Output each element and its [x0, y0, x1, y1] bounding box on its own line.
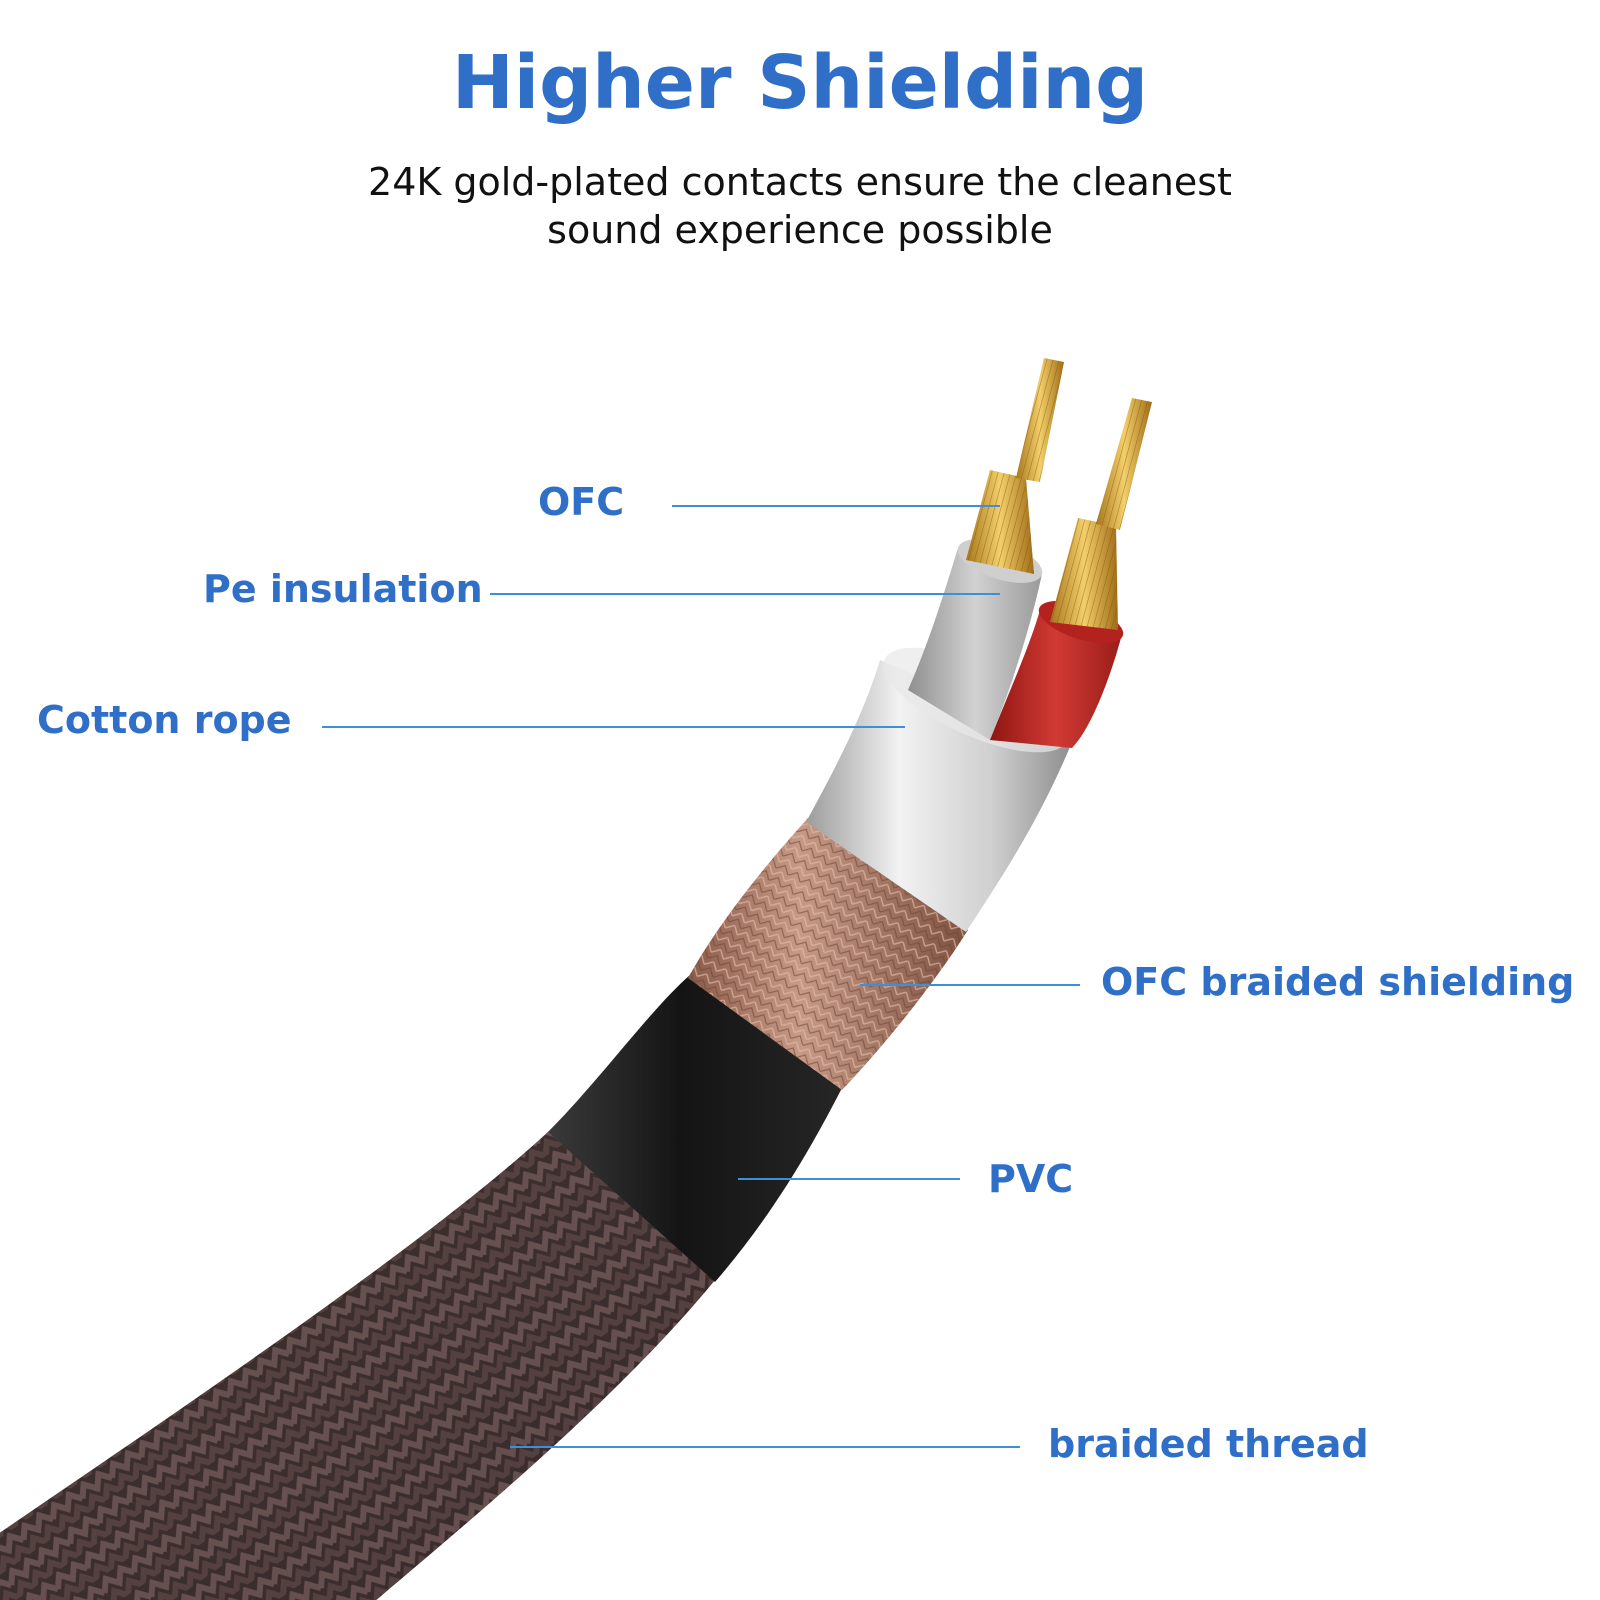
- page-subtitle: 24K gold-plated contacts ensure the clea…: [300, 158, 1300, 254]
- label-ofc: OFC: [538, 480, 625, 524]
- ofc-braided-shielding-layer: [688, 818, 968, 1090]
- label-pe-insulation: Pe insulation: [203, 567, 483, 611]
- label-cotton-rope: Cotton rope: [37, 698, 292, 742]
- page-title: Higher Shielding: [451, 40, 1149, 126]
- pvc-layer: [548, 975, 842, 1282]
- label-braided-thread: braided thread: [1048, 1422, 1369, 1466]
- subtitle-line-2: sound experience possible: [547, 208, 1053, 252]
- braided-thread-layer: [0, 1132, 715, 1600]
- ofc-conductor-left: [966, 358, 1064, 574]
- leader-lines: [322, 505, 1080, 1448]
- label-ofc-braided-shielding: OFC braided shielding: [1101, 960, 1575, 1004]
- label-pvc: PVC: [988, 1157, 1074, 1201]
- subtitle-line-1: 24K gold-plated contacts ensure the clea…: [368, 160, 1232, 204]
- ofc-conductor-right: [1050, 398, 1152, 630]
